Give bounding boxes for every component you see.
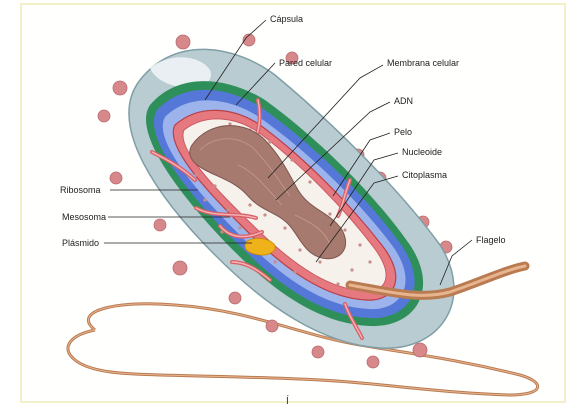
label-capsule: Cápsula [270,14,303,24]
label-plasmid: Plásmido [62,238,99,248]
label-cytoplasm: Citoplasma [402,170,447,180]
label-cell-wall: Pared celular [279,58,332,68]
label-dna: ADN [394,96,413,106]
label-pilus: Pelo [394,127,412,137]
bottom-mark: Í [286,396,289,407]
label-nucleoid: Nucleoide [402,147,442,157]
label-ribosome: Ribosoma [60,185,101,195]
label-cell-membrane: Membrana celular [387,58,459,68]
label-flagellum: Flagelo [476,235,506,245]
label-mesosome: Mesosoma [62,212,106,222]
